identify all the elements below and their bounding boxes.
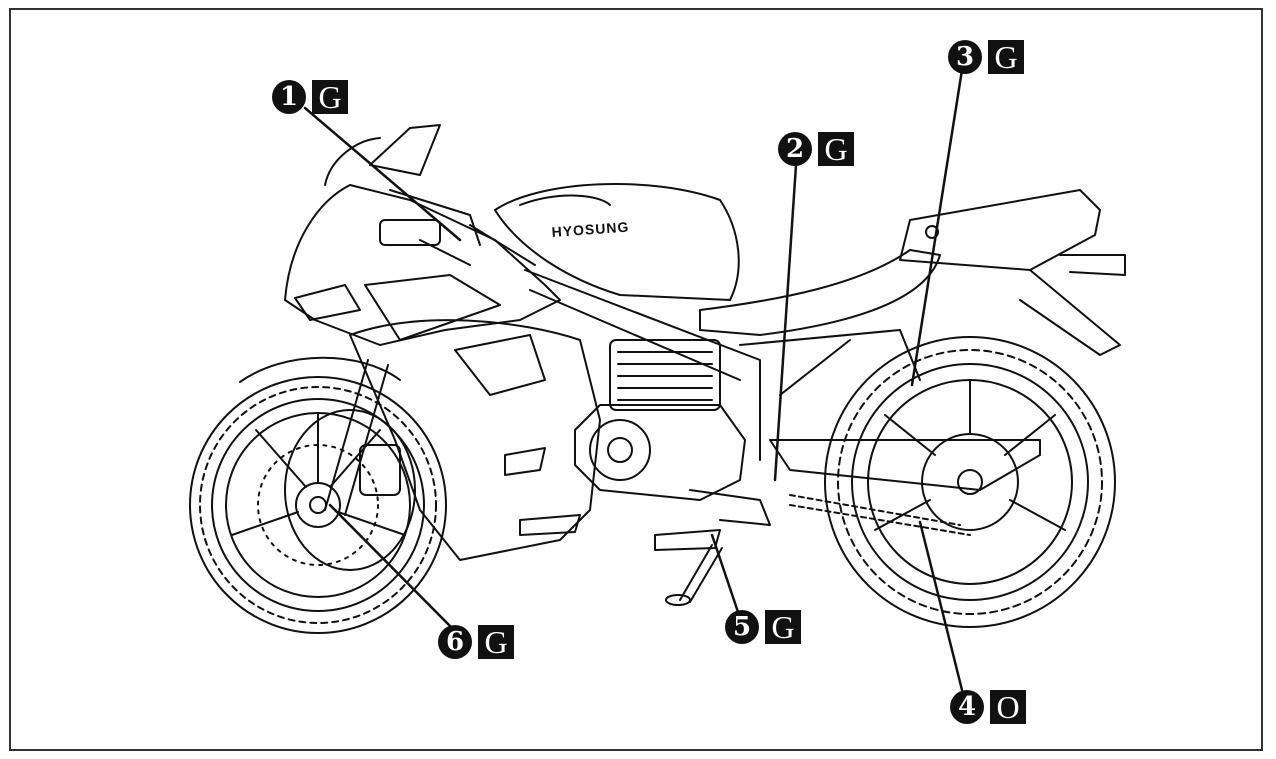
frame-tubes — [524, 269, 921, 461]
callout-2-code: G — [818, 132, 854, 166]
callout-1-number: 1 — [272, 80, 306, 114]
brand-logo-text: HYOSUNG — [551, 219, 630, 240]
callout-5-code: G — [765, 610, 801, 644]
callout-6: 6 G — [438, 625, 514, 659]
front-fender — [239, 356, 401, 383]
tail-section — [925, 225, 1126, 356]
swing-arm — [769, 439, 1041, 536]
callout-2: 2 G — [778, 132, 854, 166]
front-fork — [324, 359, 401, 516]
callout-2-number: 2 — [778, 132, 812, 166]
rear-wheel — [824, 336, 1116, 628]
front-fairing — [284, 124, 561, 346]
handlebar — [379, 189, 536, 266]
callout-4: 4 O — [950, 690, 1026, 724]
front-brake-disc — [284, 409, 416, 571]
callout-3-number: 3 — [948, 40, 982, 74]
callout-3: 3 G — [948, 40, 1024, 74]
seat — [699, 189, 1101, 336]
callout-3-code: G — [988, 40, 1024, 74]
leader-line-4 — [918, 520, 964, 692]
lower-fairing — [349, 319, 601, 561]
footpeg-and-stand — [654, 489, 771, 606]
leader-line-6 — [328, 503, 454, 630]
fuel-tank — [494, 182, 740, 301]
leader-line-2 — [773, 163, 798, 482]
callout-5-number: 5 — [725, 610, 759, 644]
front-wheel — [189, 376, 447, 634]
leader-line-1 — [303, 106, 462, 242]
callout-6-code: G — [478, 625, 514, 659]
callout-5: 5 G — [725, 610, 801, 644]
leader-lines — [303, 68, 964, 692]
callout-6-number: 6 — [438, 625, 472, 659]
callout-4-code: O — [990, 690, 1026, 724]
engine — [574, 339, 746, 501]
leader-line-5 — [710, 533, 740, 614]
callout-1: 1 G — [272, 80, 348, 114]
callout-4-number: 4 — [950, 690, 984, 724]
callout-1-code: G — [312, 80, 348, 114]
leader-line-3 — [910, 68, 964, 387]
